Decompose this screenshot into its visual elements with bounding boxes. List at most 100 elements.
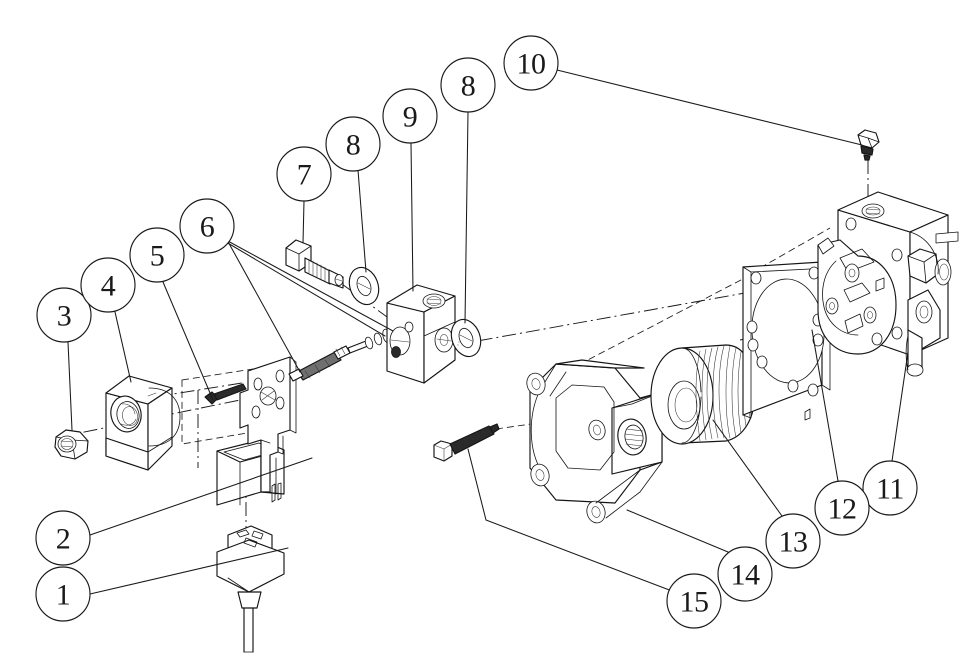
pump-top-port-thread-1 (865, 208, 881, 211)
balloon-circle-8[interactable] (325, 116, 381, 172)
balloon-circle-10[interactable] (503, 35, 559, 91)
pump-housing-boss-2-in (829, 302, 835, 310)
bracket-plate-edge-right (289, 356, 297, 434)
pump-fitting-bore-in (939, 263, 949, 281)
balloon-callout-2[interactable]: 2 (35, 510, 91, 566)
balloon-callout-10[interactable]: 10 (503, 35, 559, 91)
balloon-callout-9[interactable]: 9 (382, 88, 438, 144)
balloon-number-10: 10 (517, 48, 546, 81)
balloon-callout-3[interactable]: 3 (36, 287, 92, 343)
balloon-circle-8[interactable] (440, 57, 496, 113)
leader-8a (357, 169, 367, 273)
part-hex-head-bolt (433, 423, 500, 462)
shaft-oring-a (364, 336, 374, 350)
balloon-callout-14[interactable]: 14 (717, 546, 773, 602)
balloon-circle-2[interactable] (35, 510, 91, 566)
coil-bore-shade-1 (121, 403, 136, 415)
part-sealing-washer-a (348, 266, 380, 306)
washer-b-mark (459, 334, 473, 342)
pump-housing-boss-1-in (848, 268, 856, 278)
hex-plug-shank (860, 145, 874, 156)
balloon-circle-14[interactable] (717, 546, 773, 602)
pump-top-port-thread-2 (865, 212, 881, 215)
leader-lines-group (67, 69, 909, 595)
balloon-circle-3[interactable] (36, 287, 92, 343)
balloon-callout-8[interactable]: 8 (440, 57, 496, 113)
balloon-number-4: 4 (101, 270, 116, 303)
hex-plug-edge-2 (867, 137, 873, 149)
pump-housing-boss-1 (844, 263, 860, 283)
housing-outlet-threads (624, 428, 644, 447)
part-screw (204, 383, 247, 405)
balloon-callout-4[interactable]: 4 (80, 257, 136, 313)
balloon-callout-6[interactable]: 6 (179, 198, 235, 254)
gasket-hole-ml (746, 320, 758, 334)
balloon-number-11: 11 (876, 473, 904, 506)
hidden-pump-to-gasket (759, 227, 831, 269)
balloon-callout-12[interactable]: 12 (814, 480, 870, 536)
balloon-callout-15[interactable]: 15 (666, 573, 722, 629)
bracket-hole-1 (253, 377, 263, 391)
pump-lower-outlet-hole (915, 300, 933, 324)
shaft-barrel (296, 351, 342, 381)
bracket-hole-4 (275, 396, 285, 410)
balloon-circle-1[interactable] (35, 566, 91, 622)
balloon-callout-5[interactable]: 5 (129, 227, 185, 283)
balloon-callout-7[interactable]: 7 (276, 146, 332, 202)
part-hex-plug (857, 129, 880, 161)
part-hex-nut (54, 429, 89, 460)
balloon-callout-1[interactable]: 1 (35, 566, 91, 622)
balloon-circle-11[interactable] (862, 460, 918, 516)
housing-bolt-hole-tl-in (531, 378, 541, 390)
part-solenoid-coil-housing (105, 375, 181, 471)
pump-top-port-inner (865, 206, 881, 216)
part-pump-body (817, 191, 959, 377)
leader-6a (225, 241, 386, 337)
balloon-circle-12[interactable] (814, 480, 870, 536)
valve-top-port-outer (422, 293, 446, 309)
part-valve-block (386, 284, 456, 384)
pump-body-hole-1 (845, 217, 857, 231)
gasket-hole-br (807, 383, 819, 397)
balloon-callout-8[interactable]: 8 (325, 116, 381, 172)
balloon-circle-6[interactable] (179, 198, 235, 254)
valve-side-port-inner (439, 334, 449, 346)
pump-housing-cut-2 (843, 282, 871, 303)
valve-front-port-mark (390, 339, 410, 343)
hex-nut-bore-inner (60, 438, 74, 450)
connector-top-slot-3 (243, 537, 258, 548)
housing-bolt-hole-mr-in (593, 424, 601, 436)
filter-end-ring-lower (681, 396, 702, 444)
balloon-circle-5[interactable] (129, 227, 185, 283)
bracket-plate-face (239, 356, 291, 493)
balloon-callout-11[interactable]: 11 (862, 460, 918, 516)
hidden-bolt-path (495, 421, 546, 430)
hex-nut-thread-2 (60, 445, 74, 448)
leader-6b (225, 239, 394, 332)
shaft-oring-b (373, 332, 383, 346)
balloon-circle-13[interactable] (765, 513, 821, 569)
balloon-circle-9[interactable] (382, 88, 438, 144)
bolt-tip (489, 423, 500, 434)
bracket-center-cross-1 (260, 391, 276, 401)
balloon-circle-4[interactable] (80, 257, 136, 313)
leader-7 (302, 200, 305, 244)
part-filter-housing (526, 359, 663, 524)
washer-a-mark (357, 282, 371, 290)
leader-1 (89, 547, 289, 595)
connector-cable-stem (237, 591, 262, 609)
part-fitting-adapter (285, 239, 344, 289)
housing-bolt-hole-br-in (591, 506, 601, 518)
balloon-number-3: 3 (57, 300, 72, 333)
gasket-hole-tl (750, 271, 762, 285)
balloon-callout-13[interactable]: 13 (765, 513, 821, 569)
leader-2 (89, 457, 313, 536)
balloon-circle-15[interactable] (666, 573, 722, 629)
pump-lower-outlet-hole-in (919, 305, 929, 319)
balloon-number-14: 14 (731, 559, 761, 592)
balloon-number-6: 6 (200, 211, 215, 244)
balloon-circle-7[interactable] (276, 146, 332, 202)
part-gasket-plate (742, 261, 831, 421)
